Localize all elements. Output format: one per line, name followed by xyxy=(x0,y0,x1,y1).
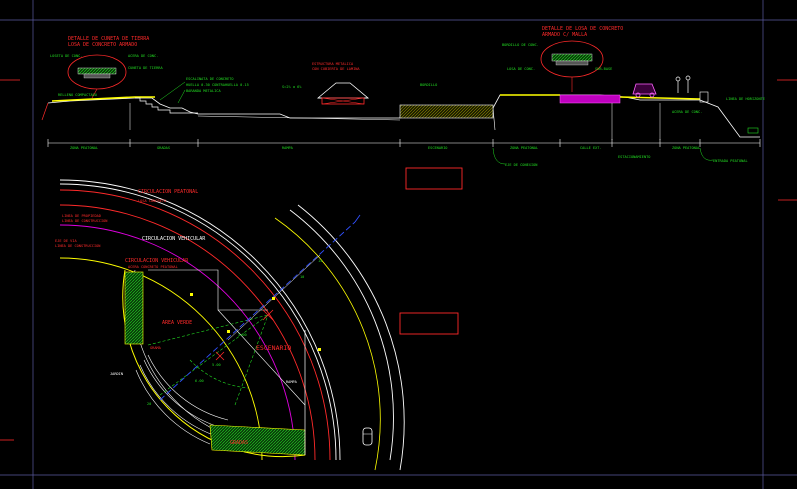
note: BORDILLO DE CONC. xyxy=(502,43,539,47)
note: ACERA DE CONC. xyxy=(128,54,158,58)
label-circ-peatonal-sub: LOSA CONCRETO xyxy=(138,199,166,203)
corner-marks xyxy=(0,79,797,441)
section-ground-labels: ZONA PEATONAL GRADAS RAMPA ESCENARIO ZON… xyxy=(70,146,700,150)
label-circ-peatonal: CIRCULACION PEATONAL xyxy=(138,189,198,195)
green-hatch-strip-left xyxy=(124,271,144,345)
below-label: ESTACIONAMIENTO xyxy=(618,155,650,159)
note: BORDILLO xyxy=(420,83,437,87)
ground-label: CALLE EXT. xyxy=(580,146,602,150)
note: LINEA DE HORIZONTE xyxy=(726,97,765,101)
road-edge-outer2 xyxy=(297,204,405,471)
label-circ-vehicular2: CIRCULACION VEHICULAR xyxy=(125,258,189,264)
pavilion-title: ESTRUCTURA METALICA xyxy=(312,62,354,66)
ground-label: ZONA PEATONAL xyxy=(510,146,538,150)
marker-box xyxy=(747,127,759,134)
note-a: LINEA DE PROPIEDAD xyxy=(62,214,101,218)
car-elevation-icon xyxy=(632,83,657,98)
ground-label: ZONA PEATONAL xyxy=(70,146,98,150)
dim: 20 xyxy=(147,402,151,406)
plan-stage-area xyxy=(122,214,361,458)
below-label: ENTRADA PEATONAL xyxy=(713,159,748,163)
road-edge-yellow xyxy=(274,217,381,471)
note-a2: LINEA DE CONSTRUCCION xyxy=(62,219,107,223)
note: ACERA DE CONC. xyxy=(672,110,702,114)
note-b2: LINEA DE CONSTRUCCION xyxy=(55,244,100,248)
dim: 10 xyxy=(300,275,304,279)
note: LOSA DE CONC. xyxy=(507,67,535,71)
notes-right: BORDILLO DE CONC. LOSA DE CONC. SUB-BASE xyxy=(502,43,612,71)
people-icon xyxy=(675,75,691,93)
detail-bubble-right: DETALLE DE LOSA DE CONCRETO ARMADO C/ MA… xyxy=(540,26,623,92)
plan-markers xyxy=(190,293,321,351)
label-area: AREA VERDE xyxy=(162,320,192,326)
note-b: EJE DE VIA xyxy=(55,239,77,243)
note: RELLENO COMPACTADO xyxy=(58,93,97,97)
green-hatch-strip-bottom xyxy=(209,424,306,456)
below-leaders xyxy=(492,147,714,165)
notes-mid: ESCALINATA DE CONCRETO HUELLA 0.30 CONTR… xyxy=(186,77,249,93)
ground-label: ESCENARIO xyxy=(428,146,447,150)
section-below-labels: EJE DE CONEXION ESTACIONAMIENTO ENTRADA … xyxy=(505,155,748,167)
note: HUELLA 0.30 CONTRAHUELLA 0.15 xyxy=(186,83,249,87)
dim: 3.00 xyxy=(238,333,247,337)
bubble-left-title: DETALLE DE CUNETA DE TIERRA xyxy=(68,36,149,42)
plan-labels: CIRCULACION PEATONAL LOSA CONCRETO CIRCU… xyxy=(55,189,298,446)
bubble-right-title: DETALLE DE LOSA DE CONCRETO xyxy=(542,26,623,32)
pavilion: ESTRUCTURA METALICA CON CUBIERTA DE LAMI… xyxy=(282,62,370,105)
title-box-section xyxy=(405,167,463,190)
notes-left: LOSETA DE CONC. ACERA DE CONC. CUNETA DE… xyxy=(50,54,163,97)
car-plan-icon xyxy=(362,427,373,446)
ground-label: GRADAS xyxy=(157,146,170,150)
label-circ-vehicular2-sub: ACERA CONCRETO PEATONAL xyxy=(128,265,178,269)
label-rampa: RAMPA xyxy=(286,380,298,384)
detail-bubble-left: DETALLE DE CUNETA DE TIERRA LOSA DE CONC… xyxy=(67,36,149,99)
mid-leaders xyxy=(159,81,186,104)
section-ground-line xyxy=(41,91,760,140)
dim: 6.00 xyxy=(195,379,204,383)
slope-label: S=2% a 6% xyxy=(282,85,302,89)
note: ESCALINATA DE CONCRETO xyxy=(186,77,234,81)
label-jardin: JARDIN xyxy=(110,372,123,376)
note: BARANDA METALICA xyxy=(186,89,221,93)
label-area-sub: GRAMA xyxy=(150,346,162,350)
label-circ-vehicular: CIRCULACION VEHICULAR xyxy=(142,236,206,242)
ground-label: ZONA PEATONAL xyxy=(672,146,700,150)
note: LOSETA DE CONC. xyxy=(50,54,82,58)
plan-dims: 3.00 5.00 6.00 10 14 20 xyxy=(147,259,322,406)
label-gradas: GRADAS xyxy=(230,440,248,446)
note: CUNETA DE TIERRA xyxy=(128,66,163,70)
below-label: EJE DE CONEXION xyxy=(505,163,537,167)
bubble-right-sub: ARMADO C/ MALLA xyxy=(542,32,587,38)
section-dimension-line xyxy=(47,139,761,147)
pavilion-sub: CON CUBIERTA DE LAMINA xyxy=(312,67,360,71)
notes-right-far: ACERA DE CONC. BORDILLO LINEA DE HORIZON… xyxy=(420,83,765,114)
label-escenario: ESCENARIO xyxy=(256,344,291,352)
note: SUB-BASE xyxy=(595,67,612,71)
ground-label: RAMPA xyxy=(282,146,294,150)
road-edge-outer xyxy=(289,209,394,461)
bubble-left-sub: LOSA DE CONCRETO ARMADO xyxy=(68,42,137,48)
title-box-plan xyxy=(399,312,459,335)
dim: 5.00 xyxy=(212,363,221,367)
dim: 14 xyxy=(318,259,322,263)
road-arcs xyxy=(59,179,341,461)
